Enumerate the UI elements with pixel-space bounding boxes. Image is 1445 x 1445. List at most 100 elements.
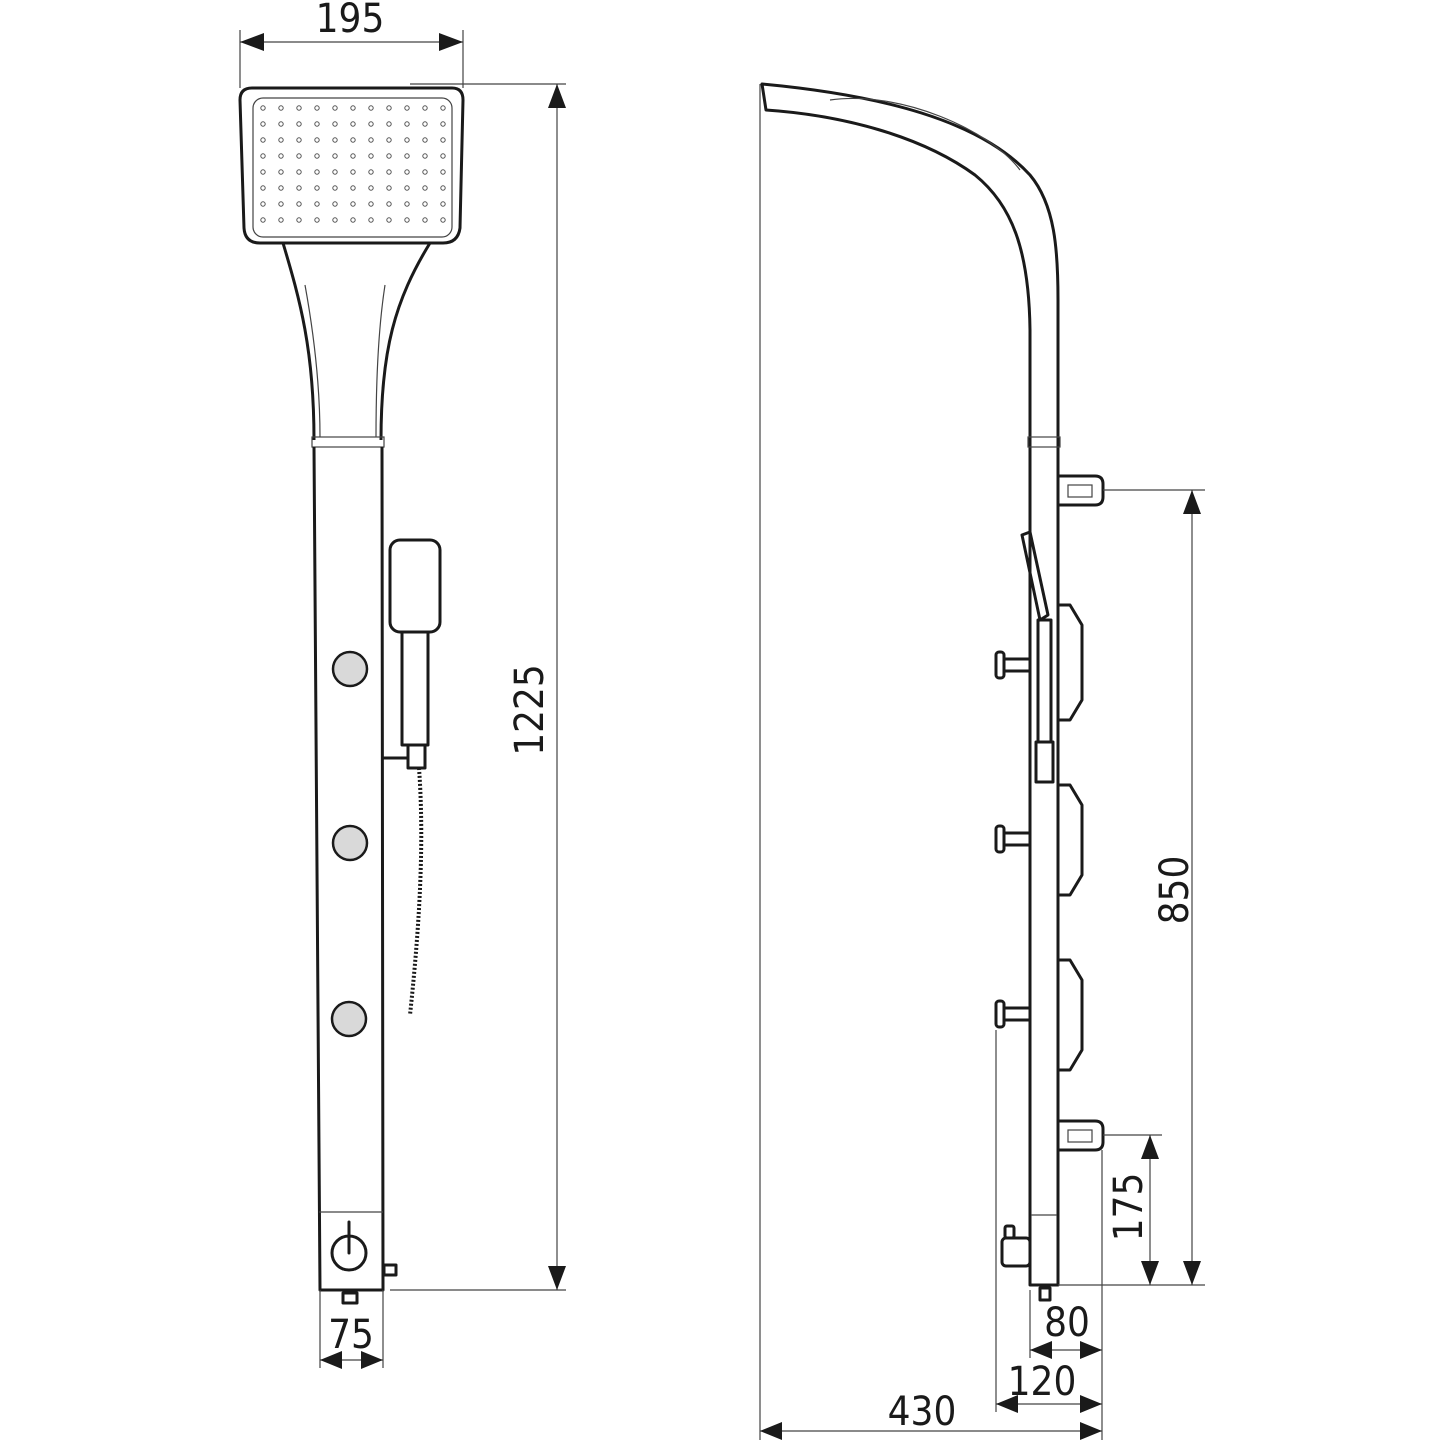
nozzle xyxy=(368,217,374,223)
nozzle xyxy=(314,121,320,127)
hand-shower-handle xyxy=(400,630,430,747)
band xyxy=(311,436,385,448)
nozzle xyxy=(296,137,302,143)
shower-head xyxy=(238,86,465,245)
hand-shower xyxy=(388,538,442,634)
nozzle xyxy=(386,217,392,223)
nozzle xyxy=(404,217,410,223)
hand-shower-side xyxy=(1020,530,1050,622)
nozzle xyxy=(440,217,446,223)
nozzle xyxy=(386,153,392,159)
knob-side-1 xyxy=(994,650,1032,680)
nozzle xyxy=(278,185,284,191)
body-jet-1 xyxy=(331,650,369,688)
dim-head-width: 195 xyxy=(316,0,385,42)
nozzle xyxy=(386,121,392,127)
nozzle xyxy=(296,169,302,175)
mixer-side xyxy=(1000,1224,1032,1268)
nozzle xyxy=(278,121,284,127)
nozzle xyxy=(440,137,446,143)
nozzle xyxy=(350,153,356,159)
nozzle xyxy=(368,169,374,175)
nozzle xyxy=(350,105,356,111)
body-jet-3 xyxy=(330,1000,368,1038)
nozzle xyxy=(350,121,356,127)
nozzle xyxy=(368,153,374,159)
wall-bracket-top xyxy=(1058,474,1105,507)
panel-side xyxy=(760,82,1060,1287)
nozzle xyxy=(260,137,266,143)
dim-panel-width: 75 xyxy=(328,1312,374,1358)
nozzle xyxy=(440,105,446,111)
nozzle xyxy=(404,105,410,111)
nozzle xyxy=(296,121,302,127)
nozzle xyxy=(332,121,338,127)
side-view: 850 175 80 120 430 xyxy=(759,82,1205,1440)
nozzle xyxy=(314,169,320,175)
nozzle xyxy=(314,185,320,191)
nozzle xyxy=(422,169,428,175)
nozzle xyxy=(332,169,338,175)
nozzle xyxy=(296,217,302,223)
nozzle xyxy=(296,201,302,207)
body-jet-2 xyxy=(331,824,369,862)
nozzle xyxy=(404,201,410,207)
nozzle xyxy=(404,137,410,143)
nozzle xyxy=(350,137,356,143)
dim-panel-depth: 80 xyxy=(1044,1300,1090,1346)
nozzle xyxy=(296,105,302,111)
nozzle xyxy=(260,153,266,159)
nozzle xyxy=(368,121,374,127)
dim-total-projection: 430 xyxy=(888,1389,957,1435)
nozzle xyxy=(350,169,356,175)
nozzle xyxy=(332,153,338,159)
dim-bottom-bracket: 175 xyxy=(1106,1173,1152,1242)
nozzle xyxy=(260,185,266,191)
nozzle xyxy=(386,185,392,191)
nozzle xyxy=(440,185,446,191)
nozzle xyxy=(296,185,302,191)
nozzle xyxy=(260,105,266,111)
nozzle xyxy=(350,217,356,223)
nozzle xyxy=(440,153,446,159)
nozzle-grid xyxy=(260,105,446,223)
nozzle xyxy=(278,153,284,159)
nozzle xyxy=(332,185,338,191)
nozzle xyxy=(314,217,320,223)
nozzle xyxy=(386,169,392,175)
wall-bracket-bottom xyxy=(1058,1119,1105,1152)
nozzle xyxy=(386,105,392,111)
dim-total-height: 1225 xyxy=(507,664,553,756)
body-jet-side-2 xyxy=(1058,783,1084,897)
hose xyxy=(408,767,424,1016)
nozzle xyxy=(314,201,320,207)
dim-bracket-spacing: 850 xyxy=(1152,856,1198,925)
nozzle xyxy=(422,137,428,143)
nozzle xyxy=(278,201,284,207)
nozzle xyxy=(314,137,320,143)
nozzle xyxy=(404,153,410,159)
nozzle xyxy=(386,201,392,207)
front-view: 195 1225 75 xyxy=(238,0,566,1369)
nozzle xyxy=(278,105,284,111)
nozzle xyxy=(296,153,302,159)
nozzle xyxy=(260,217,266,223)
nozzle xyxy=(440,169,446,175)
side-valve xyxy=(382,1263,398,1277)
nozzle xyxy=(314,153,320,159)
knob-side-3 xyxy=(994,999,1032,1029)
nozzle xyxy=(404,121,410,127)
nozzle xyxy=(386,137,392,143)
neck xyxy=(281,242,432,441)
nozzle xyxy=(368,185,374,191)
nozzle xyxy=(440,201,446,207)
nozzle xyxy=(278,217,284,223)
nozzle xyxy=(404,169,410,175)
nozzle xyxy=(440,121,446,127)
nozzle xyxy=(422,201,428,207)
nozzle xyxy=(422,153,428,159)
nozzle xyxy=(332,137,338,143)
hose-connector xyxy=(406,743,427,770)
